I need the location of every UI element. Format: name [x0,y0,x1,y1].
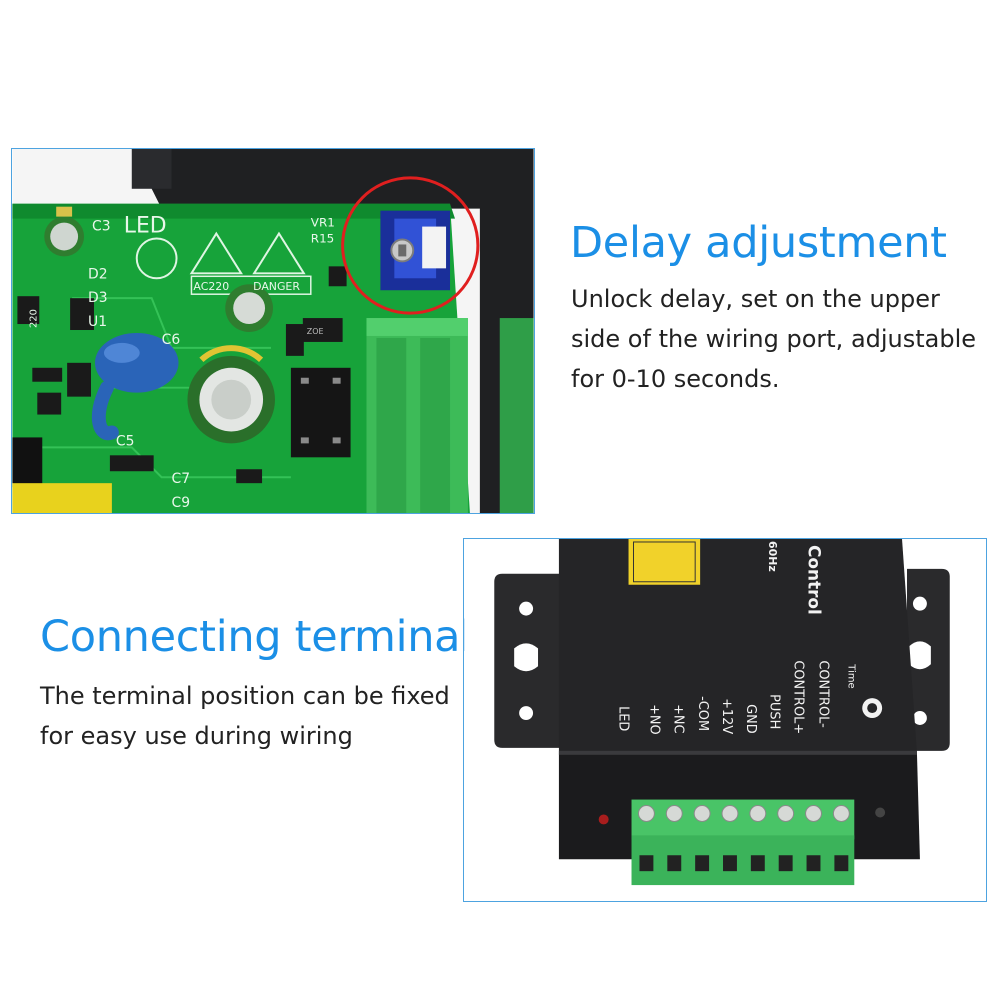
silk-c3: C3 [92,219,111,235]
silk-d3: D3 [88,290,108,306]
silk-c5: C5 [116,433,135,449]
terminal-label-led: LED [616,706,631,731]
connecting-terminal-description: The terminal position can be fixed for e… [40,682,450,750]
terminal-label-push: PUSH [767,694,782,729]
delay-adjustment-description: Unlock delay, set on the upper side of t… [571,285,977,393]
terminal-label-no: +NO [646,704,661,735]
terminal-label-nc: +NC [670,704,685,733]
device-label-control: Control [805,545,825,615]
device-label-60hz: 60Hz [766,541,779,572]
delay-adjustment-heading: Delay adjustment [570,218,947,268]
pcb-illustration: C3 LED D2 D3 U1 220 C5 C6 C7 C9 VR1 R15 … [12,149,534,513]
silk-c9: C9 [172,495,191,511]
terminal-label-com: -COM [695,696,710,731]
silk-c7: C7 [172,471,191,487]
silk-220: 220 [28,309,39,328]
silk-r15: R15 [311,231,334,245]
silk-vr1: VR1 [311,216,335,230]
terminal-label-12v: +12V [719,698,734,734]
silk-ac220: AC220 [193,280,229,293]
terminal-label-control-minus: CONTROL- [815,660,830,728]
device-label-time: Time [845,663,856,688]
silk-danger: DANGER [253,280,300,293]
adjust-knob-icon [862,698,883,719]
silk-d2: D2 [88,266,108,282]
silk-led: LED [124,214,167,239]
terminal-label-control-plus: CONTROL+ [791,660,806,734]
device-terminal-photo: Control 60Hz Time CONTROL- CONTROL+ PUSH… [463,538,987,902]
terminal-label-gnd: GND [743,704,758,734]
silk-u1: U1 [88,314,107,330]
connecting-terminal-heading: Connecting terminal [40,612,472,662]
device-illustration: Control 60Hz Time CONTROL- CONTROL+ PUSH… [464,539,986,901]
silk-zoe: ZOE [307,327,324,336]
silk-c6: C6 [162,332,181,348]
pcb-closeup-photo: C3 LED D2 D3 U1 220 C5 C6 C7 C9 VR1 R15 … [11,148,535,514]
